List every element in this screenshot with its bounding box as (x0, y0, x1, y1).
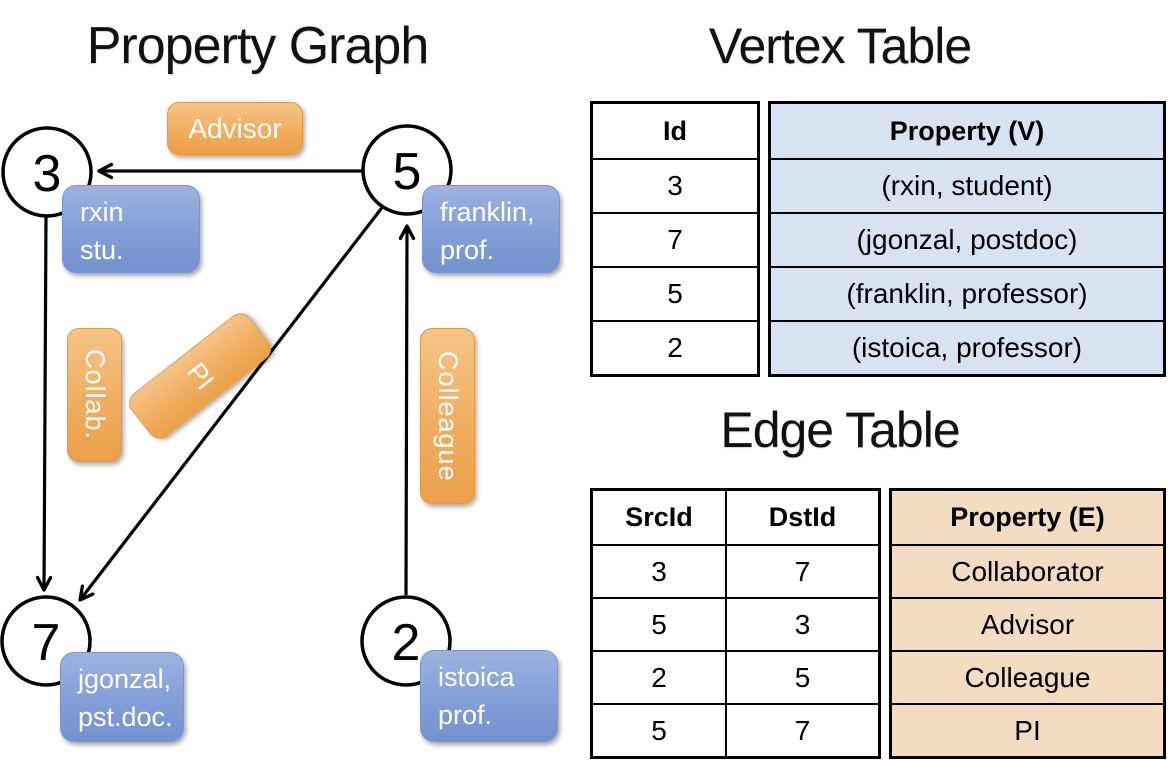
edge-dst-cell: 7 (725, 544, 878, 597)
node-property-box-3: rxin stu. (62, 185, 200, 273)
edge-label-text: Collab. (80, 349, 110, 441)
edge-src-cell: 5 (593, 703, 725, 756)
edge-table-title: Edge Table (720, 402, 960, 458)
vertex-id-cell: 5 (593, 266, 757, 320)
edge-src-cell: 3 (593, 544, 725, 597)
vertex-id-cell: 3 (593, 158, 757, 212)
property-line: jgonzal, (78, 664, 172, 694)
vertex-property-cell: (franklin, professor) (771, 266, 1163, 320)
edge-label-text: Advisor (188, 112, 282, 144)
edge-label-colleague: Colleague (420, 328, 475, 504)
edge-line-collab-3-to-7 (35, 216, 53, 592)
node-id-label-5: 5 (392, 143, 422, 201)
vertex-property-cell: (jgonzal, postdoc) (771, 212, 1163, 266)
vertex-id-cell: 7 (593, 212, 757, 266)
edge-label-collab: Collab. (67, 328, 122, 462)
node-id-label-3: 3 (32, 145, 62, 203)
edge-property-cell: Colleague (892, 650, 1163, 703)
edge-dst-cell: 5 (725, 650, 878, 703)
property-line: stu. (80, 235, 124, 265)
vertex-table-title: Vertex Table (708, 18, 972, 74)
node-id-label-7: 7 (31, 614, 61, 672)
vertex-table-id-column: Id 3 7 5 2 (590, 101, 760, 377)
vertex-property-cell: (rxin, student) (771, 158, 1163, 212)
edge-label-text: PI (180, 356, 221, 395)
edge-dstid-header: DstId (725, 491, 878, 544)
edge-line-pi-5-to-7 (78, 204, 386, 602)
edge-property-cell: Collaborator (892, 544, 1163, 597)
vertex-property-cell: (istoica, professor) (771, 320, 1163, 374)
edge-src-cell: 2 (593, 650, 725, 703)
edge-table-property-column: Property (E) Collaborator Advisor Collea… (889, 488, 1166, 759)
node-property-box-2: istoica prof. (420, 650, 558, 742)
edge-property-cell: Advisor (892, 597, 1163, 650)
vertex-id-header: Id (593, 104, 757, 158)
edge-table-id-columns: SrcId DstId 3 7 5 3 2 5 5 7 (590, 488, 881, 759)
edge-srcid-header: SrcId (593, 491, 725, 544)
property-line: pst.doc. (78, 702, 173, 732)
edge-src-cell: 5 (593, 597, 725, 650)
property-line: franklin, (440, 197, 535, 227)
node-id-label-2: 2 (391, 614, 421, 672)
edge-dst-cell: 3 (725, 597, 878, 650)
edge-line-colleague-2-to-5 (398, 224, 416, 596)
property-line: prof. (438, 700, 493, 730)
edge-property-header: Property (E) (892, 491, 1163, 544)
edge-dst-cell: 7 (725, 703, 878, 756)
edge-label-text: Colleague (433, 350, 463, 482)
vertex-table-property-column: Property (V) (rxin, student) (jgonzal, p… (768, 101, 1166, 377)
property-line: istoica (438, 662, 515, 692)
node-property-box-5: franklin, prof. (422, 185, 560, 273)
vertex-id-cell: 2 (593, 320, 757, 374)
property-line: prof. (440, 235, 495, 265)
node-property-box-7: jgonzal, pst.doc. (60, 652, 184, 742)
edge-property-cell: PI (892, 703, 1163, 756)
vertex-property-header: Property (V) (771, 104, 1163, 158)
edge-label-advisor: Advisor (167, 102, 303, 155)
graph-title: Property Graph (86, 17, 430, 75)
property-line: rxin (80, 197, 124, 227)
